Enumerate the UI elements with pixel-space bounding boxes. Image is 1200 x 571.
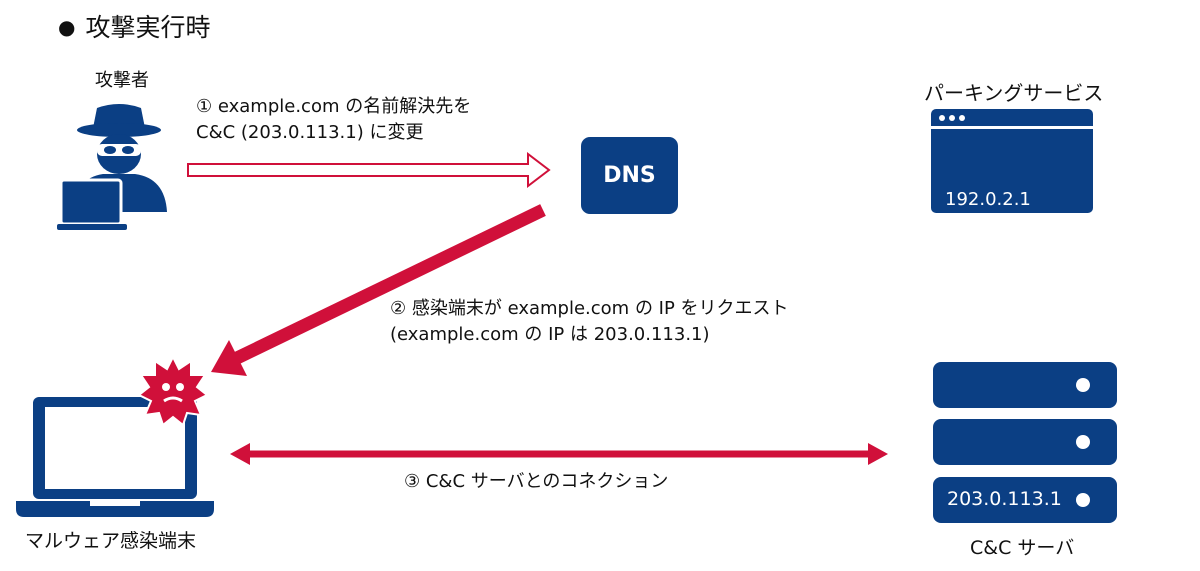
dns-box-icon: DNS <box>581 137 678 214</box>
step3-text: ③ C&C サーバとのコネクション <box>404 471 669 492</box>
virus-icon <box>137 355 209 427</box>
hacker-icon <box>57 104 167 230</box>
dns-label: DNS <box>603 163 656 188</box>
server-led-icon <box>1076 493 1090 507</box>
window-title-bar <box>931 126 1093 129</box>
laptop-icon <box>16 397 214 517</box>
server-led-icon <box>1076 378 1090 392</box>
step2-line1: ② 感染端末が example.com の IP をリクエスト <box>390 298 789 319</box>
infected-terminal-label: マルウェア感染端末 <box>25 530 197 552</box>
step1-arrow <box>187 152 551 188</box>
window-dot-icon <box>949 115 955 121</box>
cc-server-label: C&C サーバ <box>970 537 1075 559</box>
step1-text: ① example.com の名前解決先を C&C (203.0.113.1) … <box>196 94 471 146</box>
step1-line2: C&C (203.0.113.1) に変更 <box>196 122 424 143</box>
server-unit: 203.0.113.1 <box>933 477 1117 523</box>
step2-text: ② 感染端末が example.com の IP をリクエスト (example… <box>390 296 789 348</box>
cc-server-ip: 203.0.113.1 <box>947 488 1062 510</box>
step2-line2: (example.com の IP は 203.0.113.1) <box>390 324 710 345</box>
parking-service-label: パーキングサービス <box>924 81 1104 105</box>
server-led-icon <box>1076 435 1090 449</box>
step2-arrow <box>211 204 546 376</box>
heading-text: 攻撃実行時 <box>85 13 211 42</box>
section-heading: ● 攻撃実行時 <box>58 8 210 44</box>
heading-bullet: ● <box>58 15 76 39</box>
step3-arrow <box>230 443 888 465</box>
browser-window-icon: 192.0.2.1 <box>931 109 1093 213</box>
attacker-label: 攻撃者 <box>95 70 149 91</box>
parking-ip: 192.0.2.1 <box>945 189 1031 210</box>
window-dot-icon <box>959 115 965 121</box>
server-unit <box>933 419 1117 465</box>
server-unit <box>933 362 1117 408</box>
step1-line1: ① example.com の名前解決先を <box>196 96 472 117</box>
window-dot-icon <box>939 115 945 121</box>
